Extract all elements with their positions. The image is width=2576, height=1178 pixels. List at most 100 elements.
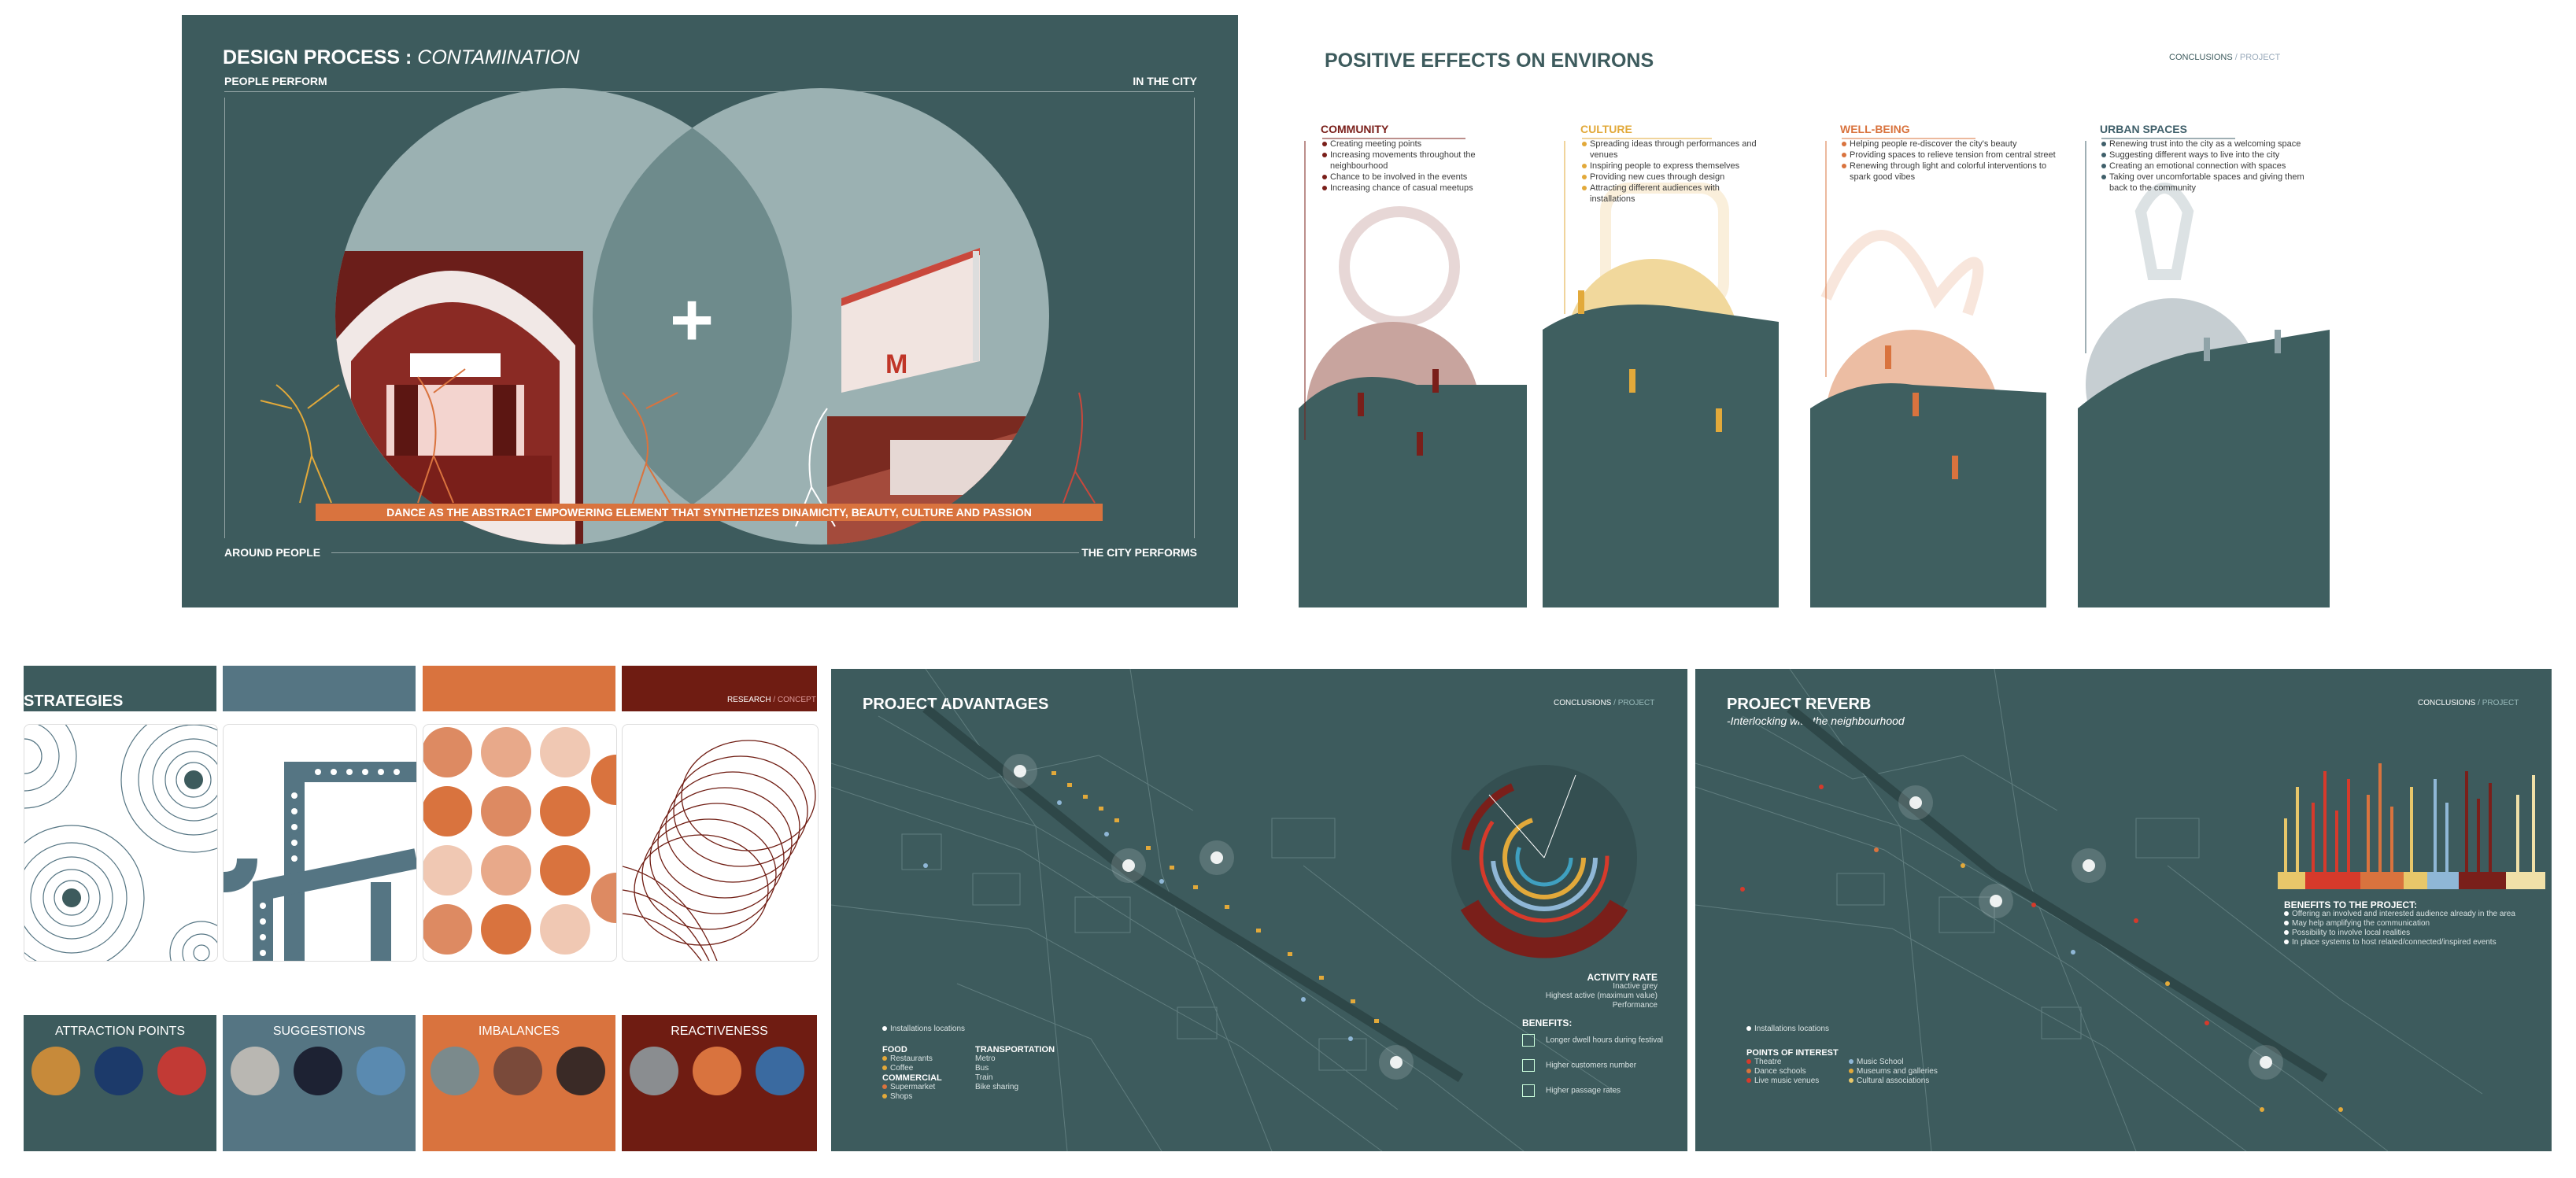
nav-breadcrumb: CONCLUSIONS / PROJECT	[2418, 699, 2519, 707]
strip-head-attraction	[24, 666, 216, 711]
column-heading: COMMUNITY	[1321, 123, 1389, 135]
title-italic: CONTAMINATION	[417, 46, 580, 68]
nav-active[interactable]: CONCLUSIONS	[2418, 699, 2476, 707]
photo-thumbnail	[31, 1047, 80, 1095]
divider-left	[224, 98, 225, 538]
venn-diagram: M + DANCE AS THE ABSTRACT EMPOWERING ELE…	[260, 88, 1103, 545]
nav-inactive[interactable]: PROJECT	[1617, 699, 1655, 707]
nav-inactive[interactable]: PROJECT	[2482, 699, 2519, 707]
nav-active[interactable]: RESEARCH	[727, 696, 771, 704]
strip-suggestions: SUGGESTIONS	[223, 1015, 416, 1151]
nav-inactive[interactable]: PROJECT	[2239, 53, 2281, 62]
nav-sep: /	[771, 696, 778, 704]
legend-heading: POINTS OF INTEREST	[1746, 1048, 1839, 1058]
photo-thumbnail	[693, 1047, 741, 1095]
activity-rate-radial	[1451, 765, 1637, 958]
column-urban-spaces: URBAN SPACES Renewing trust into the cit…	[2100, 123, 2320, 194]
page-title: PROJECT ADVANTAGES	[863, 696, 1049, 713]
legend-installations: Installations locations	[1746, 1025, 1829, 1034]
list-item: Increasing chance of casual meetups	[1322, 183, 1502, 194]
billboard-letter: M	[885, 349, 907, 379]
photo-thumbnail	[630, 1047, 678, 1095]
list-item: Providing new cues through design	[1582, 172, 1761, 183]
nav-active[interactable]: CONCLUSIONS	[2169, 53, 2233, 62]
nav-breadcrumb: CONCLUSIONS / PROJECT	[1554, 699, 1654, 707]
dots-pattern	[423, 727, 616, 955]
strip-head-imbalances	[423, 666, 615, 711]
page-title: POSITIVE EFFECTS ON ENVIRONS	[1325, 50, 1654, 72]
legend-item: Theatre	[1754, 1058, 1782, 1066]
title-main: DESIGN PROCESS :	[223, 46, 418, 68]
pattern-loops	[622, 724, 819, 962]
legend-heading: FOOD	[882, 1045, 907, 1054]
people-figures	[1358, 290, 2281, 479]
benefit-item: Higher passage rates	[1546, 1086, 1621, 1095]
legend-transportation: TRANSPORTATION Metro Bus Train Bike shar…	[975, 1045, 1070, 1092]
photo-thumbnail	[231, 1047, 279, 1095]
legend-item: Coffee	[890, 1064, 914, 1073]
strategy-label: SUGGESTIONS	[272, 1025, 366, 1038]
bottom-left-label: AROUND PEOPLE	[224, 546, 321, 559]
strip-head-suggestions	[223, 666, 416, 711]
legend-installations: Installations locations	[882, 1025, 965, 1034]
nav-inactive[interactable]: CONCEPT	[777, 696, 816, 704]
theatre-photo	[335, 251, 583, 545]
effects-illustration	[1299, 138, 2330, 607]
benefit-item: In place systems to host related/connect…	[2292, 938, 2497, 947]
column-culture: CULTURE Spreading ideas through performa…	[1580, 123, 1761, 205]
pattern-paths	[223, 724, 417, 962]
legend-heading: COMMERCIAL	[882, 1073, 942, 1083]
crowd-icon	[1522, 1084, 1535, 1097]
list-item: Providing spaces to relieve tension from…	[1842, 150, 2068, 161]
column-heading: WELL-BEING	[1840, 123, 1910, 135]
panel-positive-effects: POSITIVE EFFECTS ON ENVIRONS CONCLUSIONS…	[1291, 15, 2330, 607]
legend-activity-rate: ACTIVITY RATE Inactive grey Highest acti…	[1524, 973, 1658, 1010]
strategy-label: REACTIVENESS	[671, 1025, 768, 1038]
nav-breadcrumb: RESEARCH / CONCEPT	[727, 696, 816, 704]
legend-item: Dance schools	[1754, 1067, 1806, 1076]
benefit-item: Higher customers number	[1546, 1061, 1637, 1070]
nav-sep: /	[2475, 699, 2482, 707]
legend-item: Performance	[1612, 1001, 1658, 1010]
nav-breadcrumb: CONCLUSIONS / PROJECT	[2169, 53, 2280, 62]
top-left-label: PEOPLE PERFORM	[224, 75, 327, 87]
top-right-label: IN THE CITY	[1133, 75, 1197, 87]
legend-food-commercial: FOOD Restaurants Coffee COMMERCIAL Super…	[882, 1045, 969, 1102]
benefits-heading: BENEFITS:	[1522, 1017, 1573, 1028]
photo-thumbnail	[357, 1047, 405, 1095]
legend-item: Restaurants	[890, 1054, 933, 1063]
panel-project-reverb: PROJECT REVERB -Interlocking with the ne…	[1695, 669, 2552, 1151]
list-item: Inspiring people to express themselves	[1582, 161, 1761, 172]
strategy-label: IMBALANCES	[478, 1025, 560, 1038]
urban-block	[2078, 330, 2330, 607]
pattern-dots	[423, 724, 617, 962]
strip-head-reactiveness	[622, 666, 817, 711]
legend-item: Bike sharing	[975, 1083, 1019, 1091]
legend-points-of-interest: POINTS OF INTEREST Theatre Dance schools…	[1746, 1048, 1951, 1086]
culture-block	[1543, 305, 1779, 607]
benefit-item: May help amplifying the communication	[2292, 919, 2430, 928]
benefits-to-project: BENEFITS TO THE PROJECT: Offering an inv…	[2284, 900, 2544, 947]
legend-item: Metro	[975, 1054, 996, 1063]
strip-attraction: ATTRACTION POINTS	[24, 1015, 216, 1151]
legend-heading: TRANSPORTATION	[975, 1045, 1055, 1054]
legend-item: Inactive grey	[1613, 982, 1658, 991]
paths-pattern	[224, 762, 416, 961]
people-icon	[1522, 1059, 1535, 1072]
banner-bg	[316, 504, 1103, 521]
legend-item: Shops	[890, 1092, 913, 1101]
loops-pattern	[623, 740, 816, 961]
nav-active[interactable]: CONCLUSIONS	[1554, 699, 1612, 707]
photo-thumbnail	[556, 1047, 605, 1095]
neighbourhood-map	[1695, 669, 2545, 1151]
photo-thumbnail	[756, 1047, 804, 1095]
legend-item: Live music venues	[1754, 1076, 1820, 1085]
legend-item: Supermarket	[890, 1083, 936, 1091]
column-heading: URBAN SPACES	[2100, 123, 2187, 135]
list-item: Renewing through light and colorful inte…	[1842, 161, 2068, 183]
legend-heading: ACTIVITY RATE	[1587, 972, 1658, 983]
list-item: Creating meeting points	[1322, 138, 1502, 150]
divider-top	[224, 91, 1194, 92]
benefit-item: Possibility to involve local realities	[2292, 929, 2411, 937]
page-title: PROJECT REVERB	[1727, 696, 1872, 713]
